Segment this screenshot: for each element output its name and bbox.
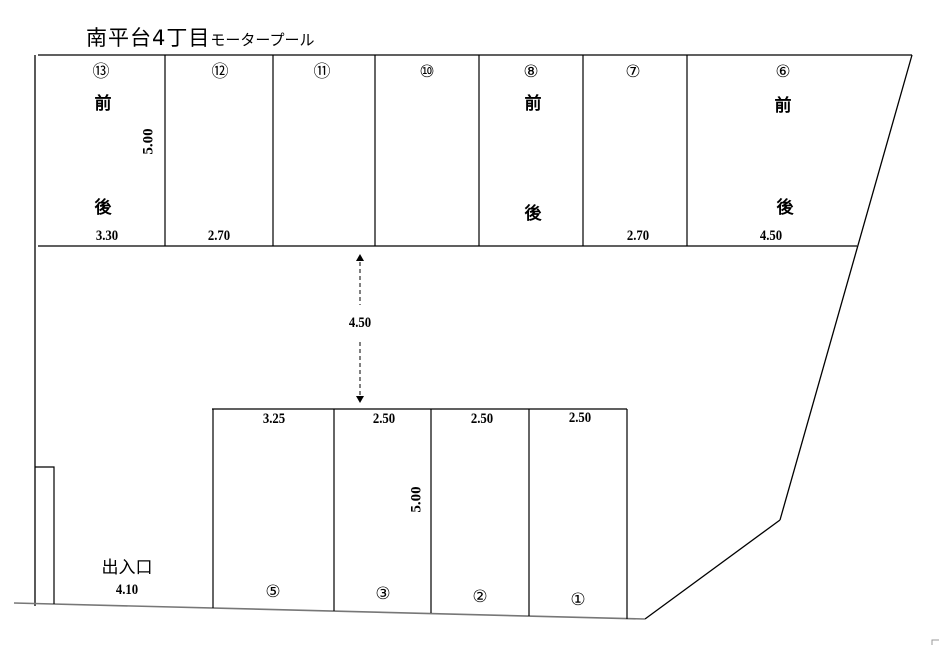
entrance-label: 出入口 [101,558,153,578]
entrance-width: 4.10 [115,582,139,598]
road-edge-line [13,602,646,620]
bottom-row-spaces [212,408,628,619]
space-6-front-label: 前 [774,96,792,116]
space-number-5: ⑤ [265,582,281,602]
bottom-row-depth: 5.00 [408,486,425,513]
corner-mark [931,639,939,645]
space-number-1: ① [570,590,586,610]
space-13-front-label: 前 [94,94,112,114]
diagram-title: 南平台4丁目モータープール [86,22,314,52]
space-1-width: 2.50 [568,410,592,426]
site-boundary [34,54,913,620]
space-8-front-label: 前 [524,94,542,114]
space-13-back-label: 後 [94,198,112,218]
space-number-11: ⑪ [313,62,331,82]
space-number-10: ⑩ [419,62,435,82]
space-number-7: ⑦ [625,62,641,82]
space-7-width: 2.70 [626,228,650,244]
space-6-back-label: 後 [776,198,794,218]
space-number-3: ③ [375,584,391,604]
space-number-8: ⑧ [523,62,539,82]
space-8-back-label: 後 [524,204,542,224]
space-number-6: ⑥ [775,62,791,82]
space-13-width: 3.30 [95,228,119,244]
top-row-depth: 5.00 [140,128,157,155]
title-main: 南平台4丁目 [86,26,211,50]
entrance-post [35,466,55,604]
space-6-width: 4.50 [759,228,783,244]
space-5-width: 3.25 [262,411,286,427]
title-sub: モータープール [210,31,315,49]
space-12-width: 2.70 [207,228,231,244]
space-3-width: 2.50 [372,411,396,427]
top-row-spaces [38,55,857,247]
space-number-2: ② [472,587,488,607]
space-number-13: ⑬ [92,62,110,82]
space-number-12: ⑫ [211,62,229,82]
space-2-width: 2.50 [470,411,494,427]
aisle-width: 4.50 [348,315,372,331]
